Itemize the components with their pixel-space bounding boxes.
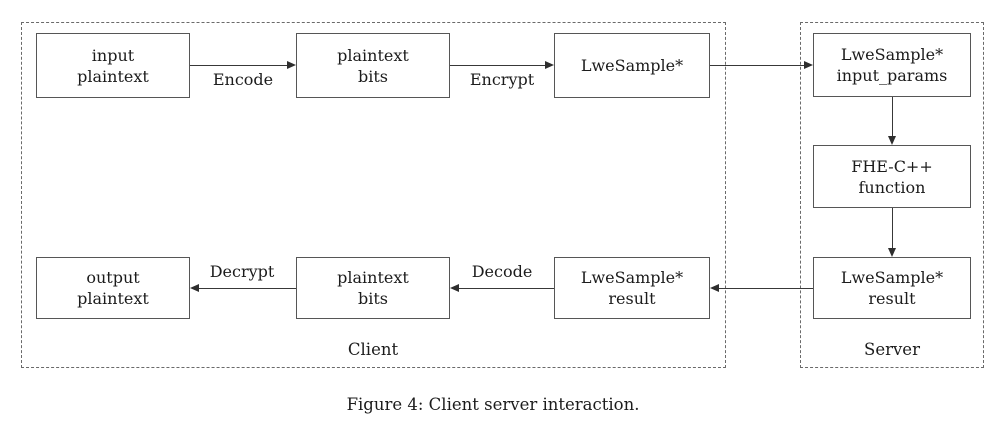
node-lwesample-line1: LweSample*	[580, 56, 684, 75]
encrypt-label: Encrypt	[469, 70, 535, 89]
node-lwesample-result-server-line1: LweSample*	[840, 268, 944, 287]
node-lwesample-result-client-line2: result	[608, 289, 656, 308]
function-to-result-arrow-line	[892, 208, 893, 249]
node-fhe-cpp-function: FHE-C++ function	[813, 145, 971, 208]
node-lwesample-input-params-line2: input_params	[836, 66, 948, 85]
client-region-border	[21, 22, 726, 368]
client-region-label: Client	[347, 340, 399, 359]
node-lwesample-result-server-line2: result	[868, 289, 916, 308]
client-to-server-arrow-line	[710, 65, 804, 66]
node-plaintext-bits-bottom-line2: bits	[358, 289, 388, 308]
decrypt-label: Decrypt	[209, 262, 275, 281]
decode-arrowhead-icon	[450, 284, 459, 292]
encrypt-arrowhead-icon	[545, 61, 554, 69]
node-output-plaintext-line2: plaintext	[77, 289, 149, 308]
node-plaintext-bits-top-line1: plaintext	[337, 45, 409, 65]
decode-arrow-line	[459, 288, 554, 289]
params-to-function-arrowhead-icon	[888, 136, 896, 145]
node-input-plaintext: input plaintext	[36, 33, 190, 98]
encode-arrow-line	[190, 65, 288, 66]
server-to-client-arrow-line	[719, 288, 813, 289]
function-to-result-arrowhead-icon	[888, 248, 896, 257]
node-plaintext-bits-top: plaintext bits	[296, 33, 450, 98]
encode-label: Encode	[212, 70, 274, 89]
node-input-plaintext-line2: plaintext	[77, 66, 149, 86]
node-lwesample-result-server: LweSample* result	[813, 257, 971, 319]
client-to-server-arrowhead-icon	[804, 61, 813, 69]
node-lwesample: LweSample*	[554, 33, 710, 98]
encrypt-arrow-line	[450, 65, 545, 66]
decrypt-arrow-line	[199, 288, 296, 289]
node-lwesample-input-params-line1: LweSample*	[840, 45, 944, 64]
encode-arrowhead-icon	[287, 61, 296, 69]
node-plaintext-bits-bottom: plaintext bits	[296, 257, 450, 319]
server-region-label: Server	[864, 340, 920, 359]
node-fhe-cpp-function-line2: function	[858, 177, 926, 197]
server-region-border	[800, 22, 984, 368]
figure-caption: Figure 4: Client server interaction.	[346, 395, 640, 414]
node-input-plaintext-line1: input	[91, 45, 135, 65]
node-plaintext-bits-bottom-line1: plaintext	[337, 268, 409, 287]
node-fhe-cpp-function-line1: FHE-C++	[851, 156, 933, 176]
decrypt-arrowhead-icon	[190, 284, 199, 292]
node-lwesample-result-client-line1: LweSample*	[580, 268, 684, 287]
decode-label: Decode	[471, 262, 533, 281]
node-plaintext-bits-top-line2: bits	[358, 66, 388, 86]
node-output-plaintext: output plaintext	[36, 257, 190, 319]
server-to-client-arrowhead-icon	[710, 284, 719, 292]
node-lwesample-result-client: LweSample* result	[554, 257, 710, 319]
params-to-function-arrow-line	[892, 97, 893, 137]
node-output-plaintext-line1: output	[86, 268, 140, 287]
node-lwesample-input-params: LweSample* input_params	[813, 33, 971, 97]
